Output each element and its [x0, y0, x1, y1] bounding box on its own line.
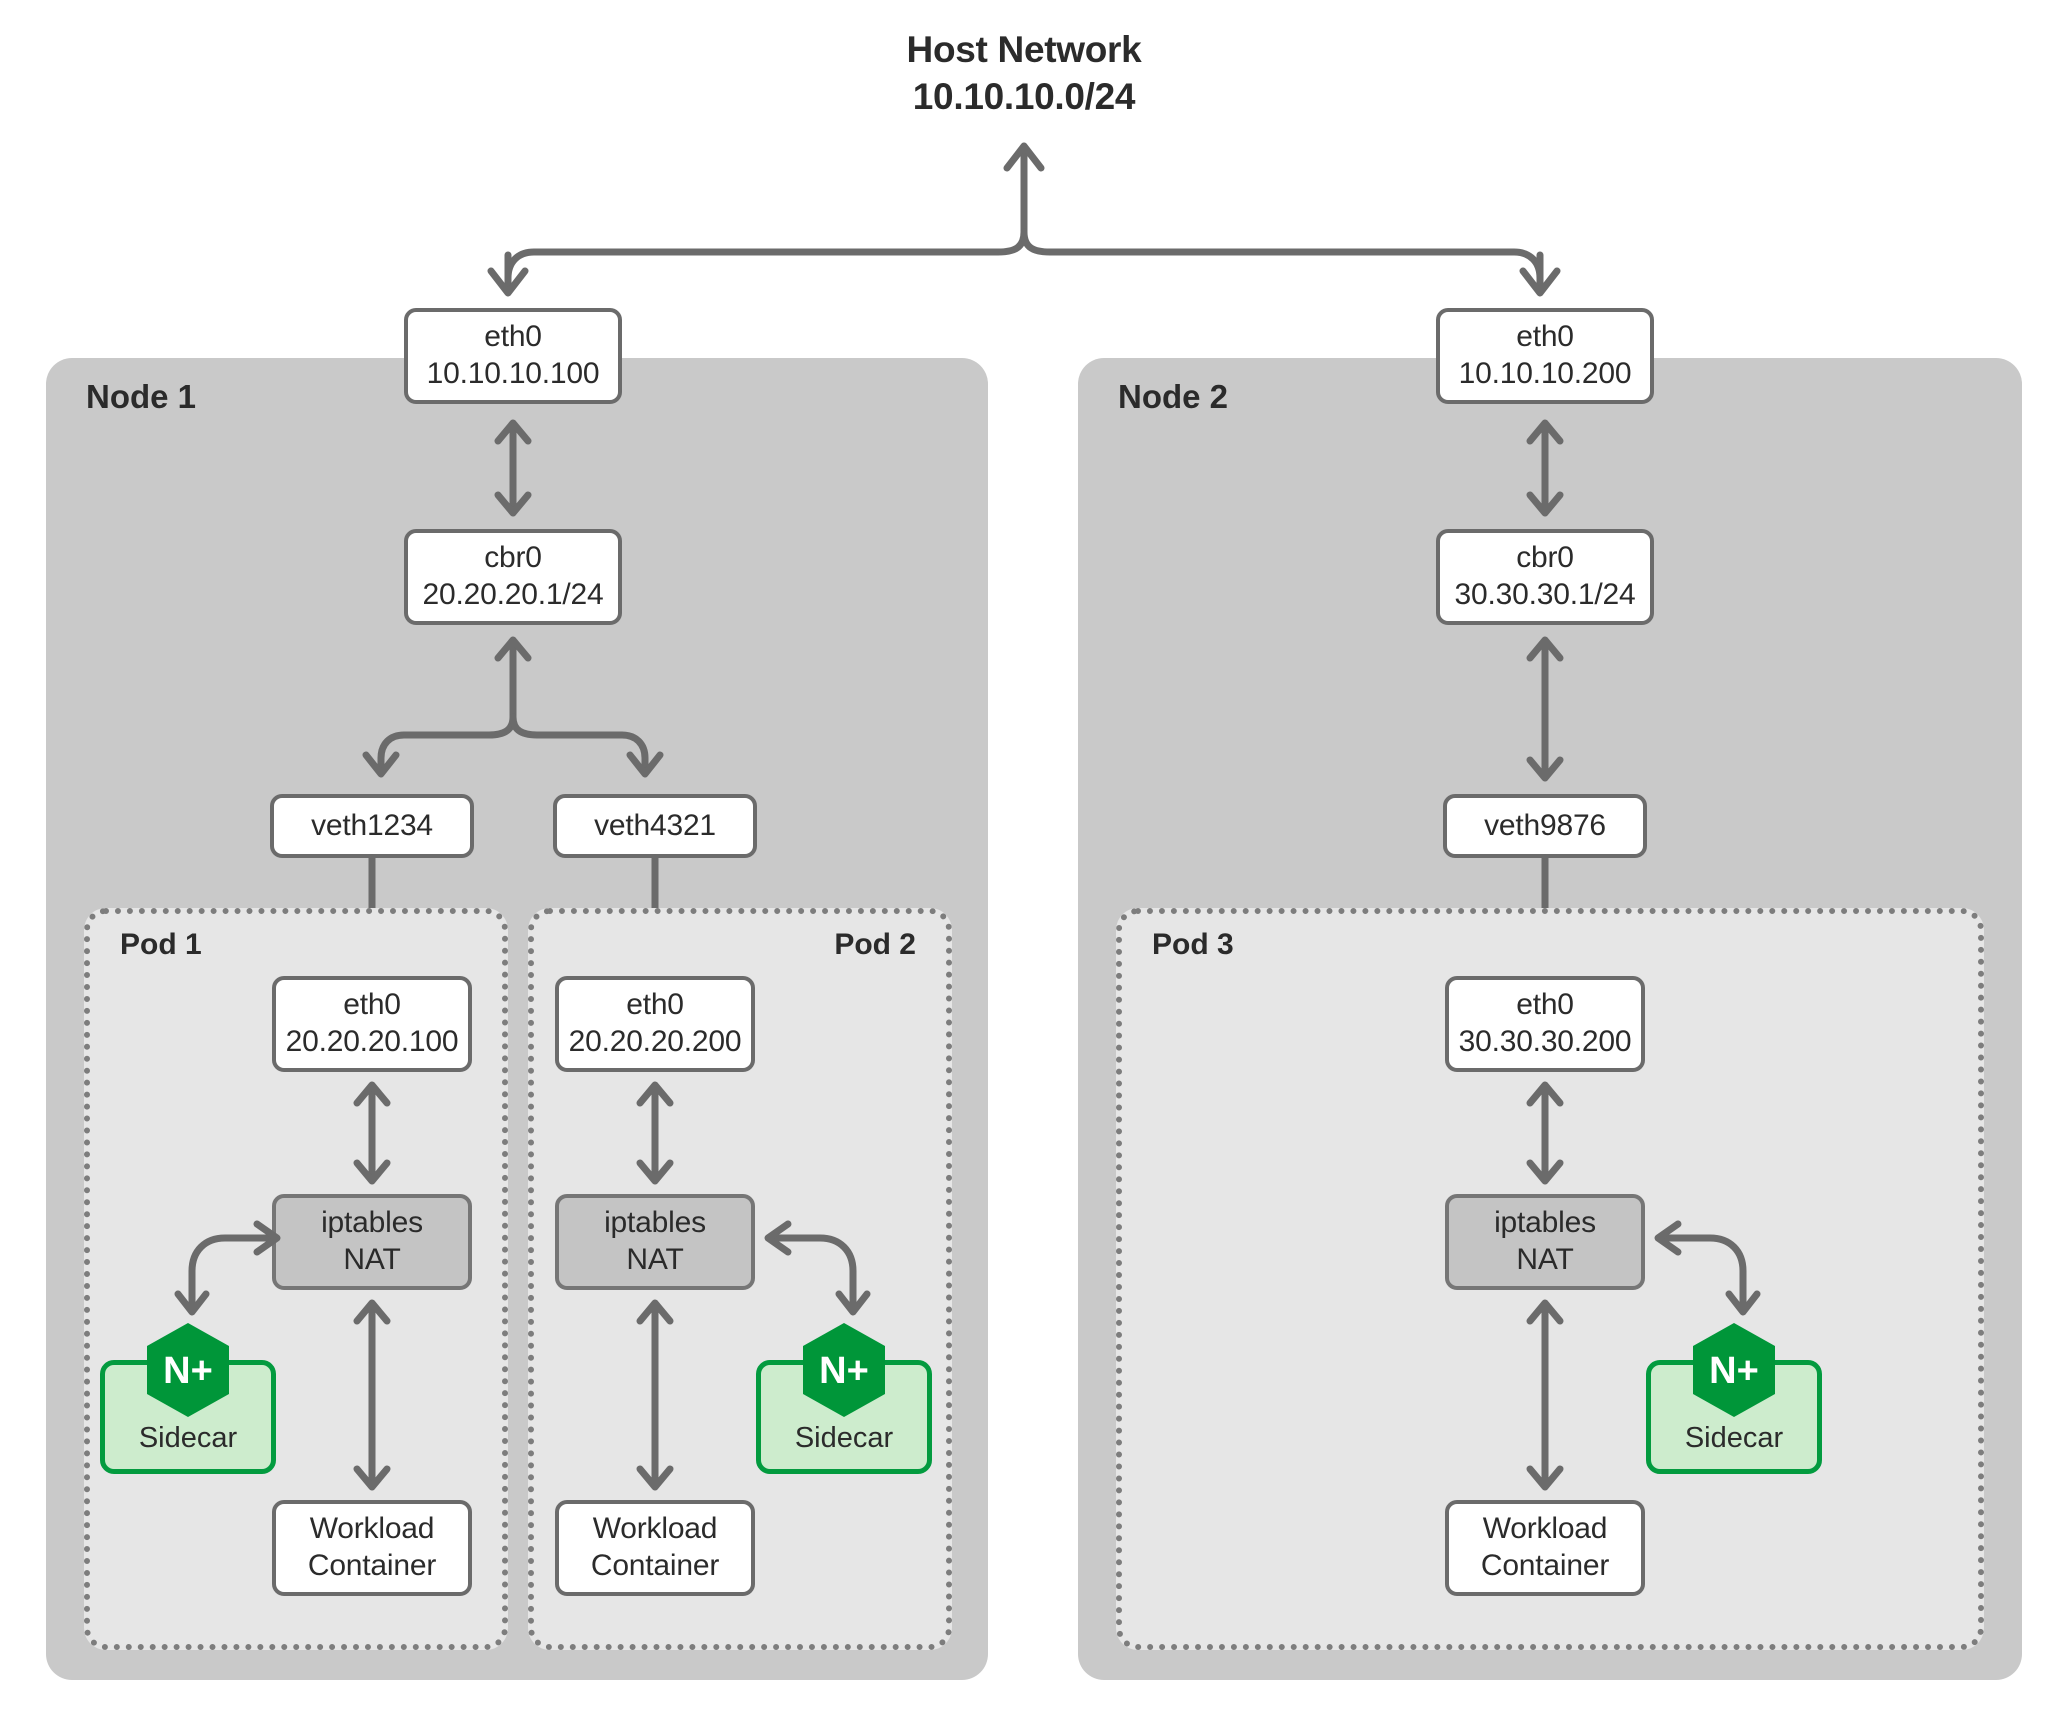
- pod-1-workload-line2: Container: [307, 1549, 437, 1582]
- connector-pod3-eth-nat: [1518, 1072, 1572, 1194]
- connector-pod2-nat-sidecar-hook: [760, 1212, 880, 1342]
- svg-text:N+: N+: [1709, 1350, 1759, 1392]
- node-2-label: Node 2: [1118, 378, 1229, 415]
- node-2-bridge-box: cbr0 30.30.30.1/24: [1436, 529, 1654, 625]
- pod-2-workload-line2: Container: [590, 1549, 720, 1582]
- pod-3-workload-box: Workload Container: [1445, 1500, 1645, 1596]
- node-2-bridge-name: cbr0: [1516, 541, 1574, 575]
- pod-1-workload-box: Workload Container: [272, 1500, 472, 1596]
- connector-pod3-nat-workload: [1518, 1290, 1572, 1500]
- host-network-title-line1: Host Network: [906, 29, 1142, 70]
- nginx-plus-logo-icon: N+: [144, 1321, 232, 1419]
- node-2-nic-box: eth0 10.10.10.200: [1436, 308, 1654, 404]
- pod-3-iptables-nat-box: iptables NAT: [1445, 1194, 1645, 1290]
- pod-2-sidecar-label: Sidecar: [794, 1422, 894, 1454]
- pod-2-sidecar-box: N+ Sidecar: [756, 1323, 932, 1474]
- pod-2-iptables-line1: iptables: [604, 1206, 706, 1240]
- pod-1-iptables-nat-box: iptables NAT: [272, 1194, 472, 1290]
- pod-2-workload-line1: Workload: [592, 1512, 718, 1546]
- node-1-nic-name: eth0: [484, 320, 542, 354]
- node-1-veth-1-label: veth4321: [594, 808, 716, 842]
- pod-1-iptables-line1: iptables: [321, 1206, 423, 1240]
- node-1-nic-box: eth0 10.10.10.100: [404, 308, 622, 404]
- pod-2-label: Pod 2: [834, 928, 916, 961]
- pod-2-eth-box: eth0 20.20.20.200: [555, 976, 755, 1072]
- pod-3-eth-box: eth0 30.30.30.200: [1445, 976, 1645, 1072]
- pod-3-eth-name: eth0: [1516, 988, 1574, 1022]
- nginx-plus-logo-icon: N+: [1690, 1321, 1778, 1419]
- node-1-veth-box-1: veth4321: [553, 794, 757, 858]
- pod-3-label: Pod 3: [1152, 928, 1234, 961]
- pod-3-sidecar-label: Sidecar: [1684, 1422, 1784, 1454]
- connector-pod3-nat-sidecar-hook: [1650, 1212, 1770, 1342]
- connector-pod2-nat-workload: [628, 1290, 682, 1500]
- svg-text:N+: N+: [819, 1350, 869, 1392]
- node-1-bridge-ip: 20.20.20.1/24: [422, 578, 604, 611]
- connector-pod1-eth-nat: [345, 1072, 399, 1194]
- pod-3-workload-line2: Container: [1480, 1549, 1610, 1582]
- pod-3-iptables-line1: iptables: [1494, 1206, 1596, 1240]
- connector-node2-nic-bridge: [1518, 412, 1572, 524]
- connector-pod2-eth-nat: [628, 1072, 682, 1194]
- node-1-veth-0-label: veth1234: [311, 808, 433, 842]
- node-1-label: Node 1: [86, 378, 197, 415]
- pod-2-eth-name: eth0: [626, 988, 684, 1022]
- connector-pod1-nat-sidecar-hook: [165, 1212, 285, 1342]
- connector-node1-nic-bridge: [486, 412, 540, 524]
- pod-1-iptables-line2: NAT: [343, 1243, 401, 1276]
- pod-3-iptables-line2: NAT: [1516, 1243, 1574, 1276]
- pod-1-eth-box: eth0 20.20.20.100: [272, 976, 472, 1072]
- node-1-nic-ip: 10.10.10.100: [426, 357, 600, 390]
- host-network-cidr: 10.10.10.0/24: [912, 76, 1136, 118]
- svg-text:N+: N+: [163, 1350, 213, 1392]
- node-1-bridge-box: cbr0 20.20.20.1/24: [404, 529, 622, 625]
- nginx-plus-logo-icon: N+: [800, 1321, 888, 1419]
- node-2-veth-0-label: veth9876: [1484, 808, 1606, 842]
- pod-2-workload-box: Workload Container: [555, 1500, 755, 1596]
- pod-1-sidecar-box: N+ Sidecar: [100, 1323, 276, 1474]
- pod-2-eth-ip: 20.20.20.200: [568, 1025, 742, 1058]
- pod-1-label: Pod 1: [120, 928, 202, 961]
- pod-3-sidecar-box: N+ Sidecar: [1646, 1323, 1822, 1474]
- pod-3-workload-line1: Workload: [1482, 1512, 1608, 1546]
- node-2-bridge-ip: 30.30.30.1/24: [1454, 578, 1636, 611]
- connector-pod1-nat-workload: [345, 1290, 399, 1500]
- connector-node2-bridge-veth: [1518, 625, 1572, 791]
- node-2-veth-box-0: veth9876: [1443, 794, 1647, 858]
- connector-host-arrowheads: [0, 251, 2048, 305]
- pod-1-sidecar-label: Sidecar: [138, 1422, 238, 1454]
- pod-2-iptables-line2: NAT: [626, 1243, 684, 1276]
- connector-node1-bridge-veths: [330, 625, 730, 791]
- page-title: Host Network 10.10.10.0/24: [0, 26, 2048, 121]
- pod-3-eth-ip: 30.30.30.200: [1458, 1025, 1632, 1058]
- pod-1-eth-ip: 20.20.20.100: [285, 1025, 459, 1058]
- pod-1-eth-name: eth0: [343, 988, 401, 1022]
- node-1-veth-box-0: veth1234: [270, 794, 474, 858]
- pod-2-iptables-nat-box: iptables NAT: [555, 1194, 755, 1290]
- node-1-bridge-name: cbr0: [484, 541, 542, 575]
- pod-1-workload-line1: Workload: [309, 1512, 435, 1546]
- node-2-nic-name: eth0: [1516, 320, 1574, 354]
- node-2-nic-ip: 10.10.10.200: [1458, 357, 1632, 390]
